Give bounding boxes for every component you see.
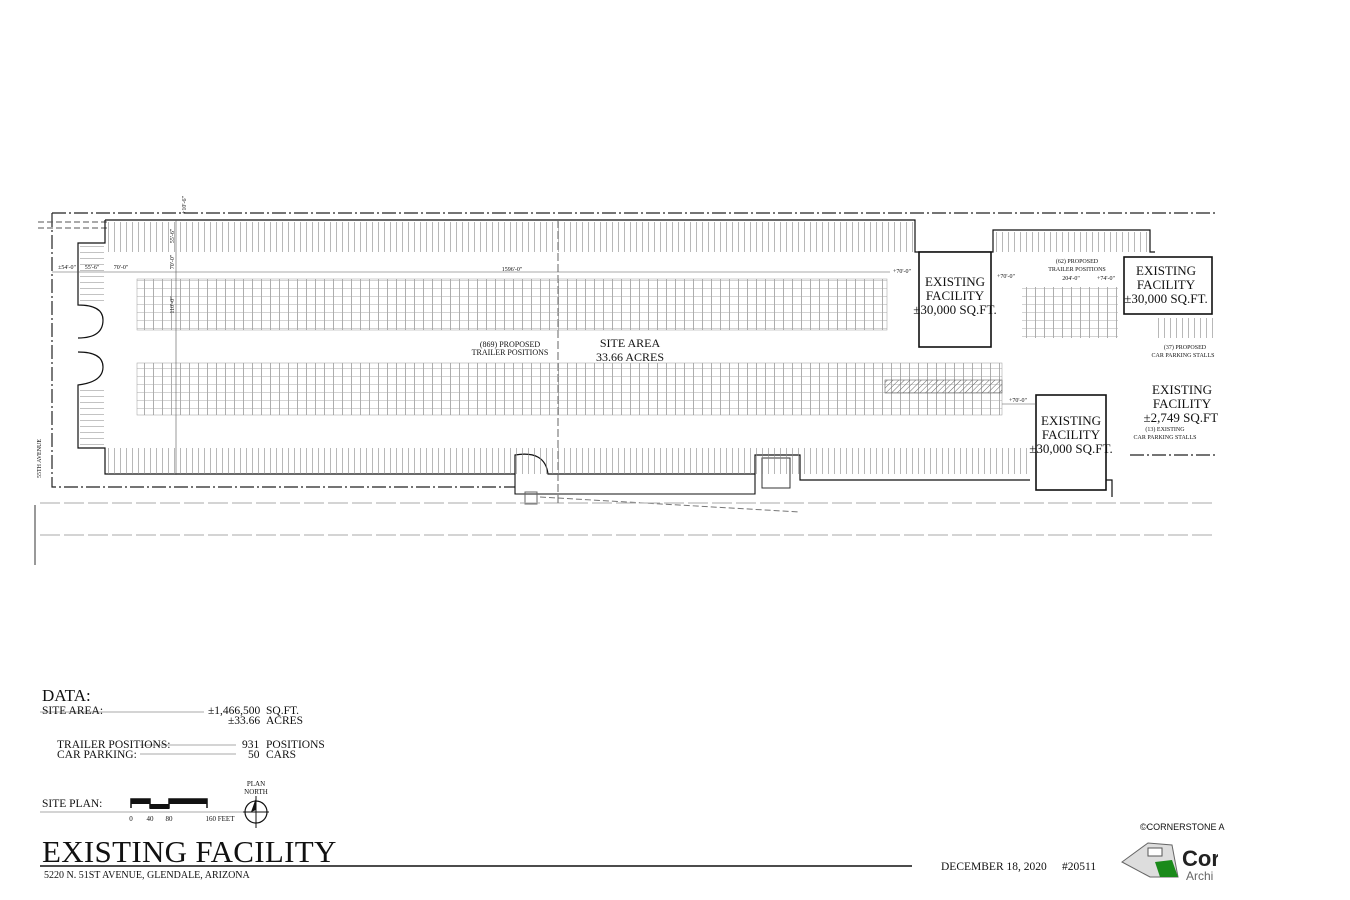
trailer-row-east-top — [995, 232, 1150, 252]
car-parking-label: CAR PARKING STALLS — [1152, 353, 1215, 359]
road-edge — [539, 496, 801, 513]
building-3-area: ±30,000 SQ.FT. — [1124, 291, 1207, 306]
building-3-label: EXISTING — [1136, 263, 1196, 278]
car-parking-left — [80, 385, 104, 447]
hatched-area — [884, 379, 1003, 394]
north-label: PLAN — [247, 780, 265, 788]
trailer-row-2 — [136, 362, 1003, 416]
scale-tick: 80 — [166, 815, 174, 823]
trailer-count-label: (62) PROPOSED — [1056, 258, 1099, 265]
sheet-title: EXISTING FACILITY — [42, 834, 337, 869]
site-area-title: SITE AREA — [600, 336, 661, 350]
site-area-acres: 33.66 ACRES — [596, 350, 664, 364]
scale-tick: 0 — [129, 815, 133, 823]
building-3-label: FACILITY — [1137, 277, 1196, 292]
dimension-label: +70'-0" — [1009, 398, 1027, 404]
sheet-crop — [1218, 0, 1350, 900]
building-4-area: ±2,749 SQ.FT. — [1144, 410, 1221, 425]
building-2 — [1035, 394, 1107, 491]
dimension-label: 70'-0" — [170, 254, 176, 269]
copyright-text: ©CORNERSTONE A — [1140, 822, 1225, 832]
street-label: 55TH AVENUE — [37, 439, 43, 478]
scale-bar — [130, 798, 208, 809]
dimension-label: 1596'-0" — [502, 267, 523, 273]
trailer-count-label: TRAILER POSITIONS — [1048, 267, 1106, 273]
site-plan-label: SITE PLAN: — [42, 798, 103, 810]
building-3 — [1123, 256, 1213, 315]
sheet-date: DECEMBER 18, 2020 — [941, 861, 1047, 873]
site-area-label: SITE AREA: — [42, 705, 104, 717]
dimension-label: 55'-6" — [170, 228, 176, 243]
car-parking-label: CAR PARKING STALLS — [1134, 435, 1197, 441]
site-area-sqft: ±1,466,500 — [208, 705, 261, 717]
site-area-sqft-unit: SQ.FT. — [266, 705, 300, 717]
dimension-label: ±54'-0" — [58, 265, 76, 271]
trailer-row-bottom — [105, 448, 1030, 474]
trailer-row-east — [1022, 287, 1118, 338]
site-area-acres: ±33.66 — [228, 715, 261, 727]
paving-outline — [77, 219, 1155, 497]
building-1-label: FACILITY — [926, 288, 985, 303]
building-1-label: EXISTING — [925, 274, 985, 289]
car-parking-unit: CARS — [266, 749, 297, 761]
utility-box — [524, 491, 538, 505]
logo-text: Cor — [1182, 846, 1220, 871]
trailer-row-1 — [136, 278, 888, 331]
trailer-row-top — [105, 222, 915, 252]
scale-tick: 160 FEET — [206, 815, 236, 823]
car-parking-label: CAR PARKING: — [57, 749, 137, 761]
dimension-label: +74'-0" — [1097, 276, 1115, 282]
car-parking-east — [1155, 318, 1215, 338]
dimension-label: 204'-0" — [1062, 276, 1080, 282]
trailer-count-label: (869) PROPOSED — [480, 340, 540, 349]
trailer-positions-unit: POSITIONS — [266, 739, 325, 751]
project-number: #20511 — [1062, 861, 1097, 873]
dimension-label: 110'-0" — [170, 296, 176, 314]
north-arrow-icon — [243, 796, 269, 828]
scale-tick: 40 — [147, 815, 155, 823]
dimension-label: +70'-0" — [893, 269, 911, 275]
car-parking-value: 50 — [248, 749, 260, 761]
building-1-area: ±30,000 SQ.FT. — [913, 302, 996, 317]
car-parking-label: (37) PROPOSED — [1164, 344, 1207, 351]
driveway — [514, 474, 756, 495]
trailer-positions-value: 931 — [242, 739, 260, 751]
building-4-label: EXISTING — [1152, 382, 1212, 397]
building-2-area: ±30,000 SQ.FT. — [1029, 441, 1112, 456]
logo-text: Archi — [1186, 869, 1213, 883]
dimension-label: +70'-0" — [997, 274, 1015, 280]
property-boundary — [51, 212, 1215, 488]
car-parking-left — [80, 245, 104, 305]
north-label: NORTH — [244, 788, 268, 796]
building-4-label: FACILITY — [1153, 396, 1212, 411]
sheet-address: 5220 N. 51ST AVENUE, GLENDALE, ARIZONA — [44, 870, 250, 881]
trailer-positions-label: TRAILER POSITIONS: — [57, 739, 171, 751]
car-parking-label: (13) EXISTING — [1145, 426, 1185, 433]
building-2-label: EXISTING — [1041, 413, 1101, 428]
building-1 — [918, 251, 992, 348]
dimension-label: 70'-0" — [114, 265, 129, 271]
trailer-count-label: TRAILER POSITIONS — [472, 348, 549, 357]
site-area-acres-unit: ACRES — [266, 715, 304, 727]
cornerstone-logo-icon: Cor Archi — [1121, 842, 1220, 883]
data-heading: DATA: — [42, 686, 91, 705]
dimension-label: 55'-6" — [85, 265, 100, 271]
building-2-label: FACILITY — [1042, 427, 1101, 442]
dimension-label: +10'-6" — [182, 195, 188, 213]
